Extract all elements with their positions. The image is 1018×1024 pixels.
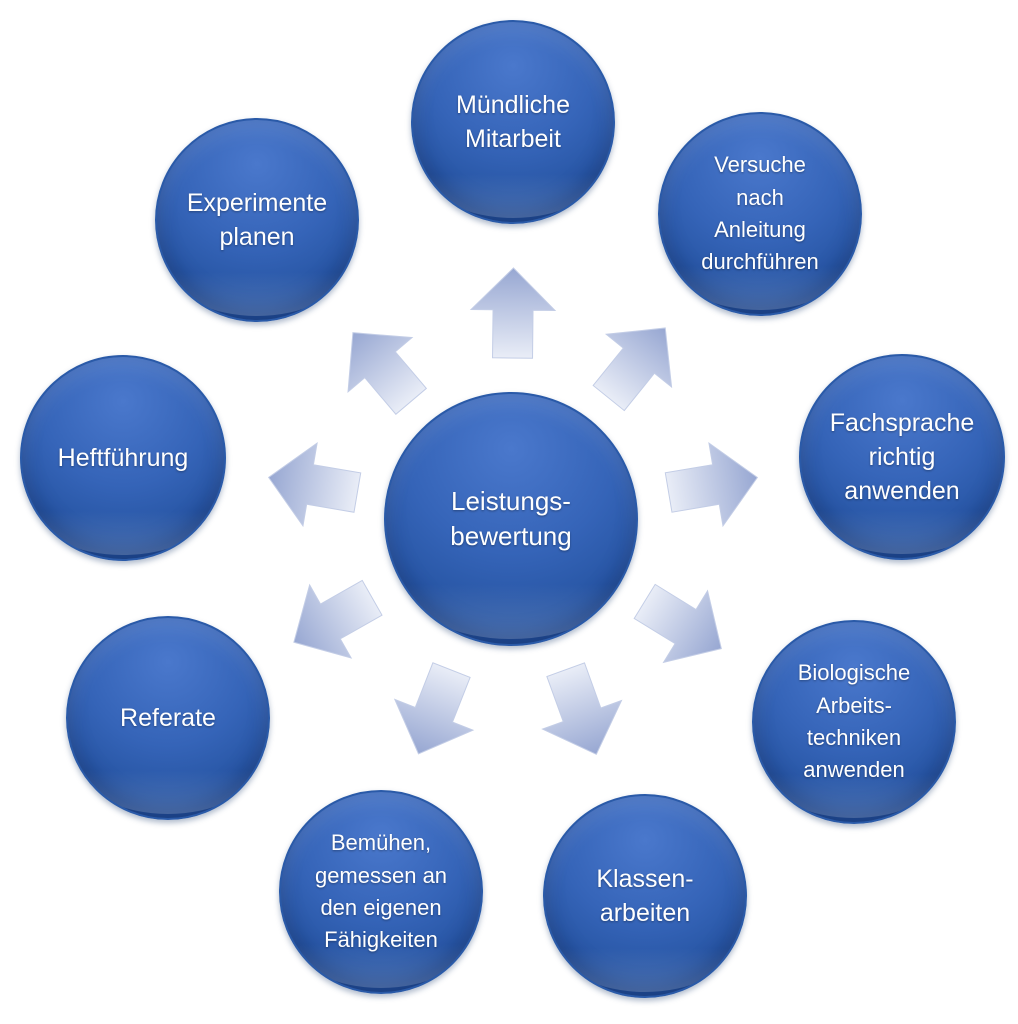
node-label: Versuche nach Anleitung durchführen [701, 152, 819, 275]
node-label: Klassen- arbeiten [596, 865, 694, 927]
node-muendliche-mitarbeit: Mündliche Mitarbeit [411, 20, 615, 224]
arrow-to-biologische-arbeitstechniken [633, 583, 722, 664]
center-node: Leistungs- bewertung [384, 392, 638, 646]
arrow-to-heftfuehrung [267, 441, 362, 528]
arrow-to-versuche-nach-anleitung [592, 327, 673, 412]
node-heftfuehrung: Heftführung [20, 355, 226, 561]
arrow-to-klassenarbeiten [541, 662, 623, 755]
node-referate: Referate [66, 616, 270, 820]
arrow-to-experimente-planen [347, 332, 428, 415]
node-label: Referate [120, 704, 216, 732]
node-label: Bemühen, gemessen an den eigenen Fähigke… [314, 830, 448, 953]
node-experimente-planen: Experimente planen [155, 118, 359, 322]
node-label: Fachsprache richtig anwenden [829, 409, 975, 505]
node-fachsprache: Fachsprache richtig anwenden [799, 354, 1005, 560]
arrow-to-fachsprache [664, 441, 759, 528]
center-label: Leistungs- bewertung [450, 485, 572, 551]
node-klassenarbeiten: Klassen- arbeiten [543, 794, 747, 998]
node-label: Mündliche Mitarbeit [456, 91, 570, 153]
arrow-to-muendliche-mitarbeit [469, 267, 557, 359]
node-label: Biologische Arbeits- techniken anwenden [797, 660, 911, 783]
node-biologische-arbeitstechniken: Biologische Arbeits- techniken anwenden [752, 620, 956, 824]
node-label: Heftführung [57, 444, 189, 472]
arrow-to-referate [293, 579, 383, 659]
node-bemuehen: Bemühen, gemessen an den eigenen Fähigke… [279, 790, 483, 994]
node-versuche-nach-anleitung: Versuche nach Anleitung durchführen [658, 112, 862, 316]
arrow-to-bemuehen [393, 662, 475, 755]
node-label: Experimente planen [186, 189, 328, 251]
